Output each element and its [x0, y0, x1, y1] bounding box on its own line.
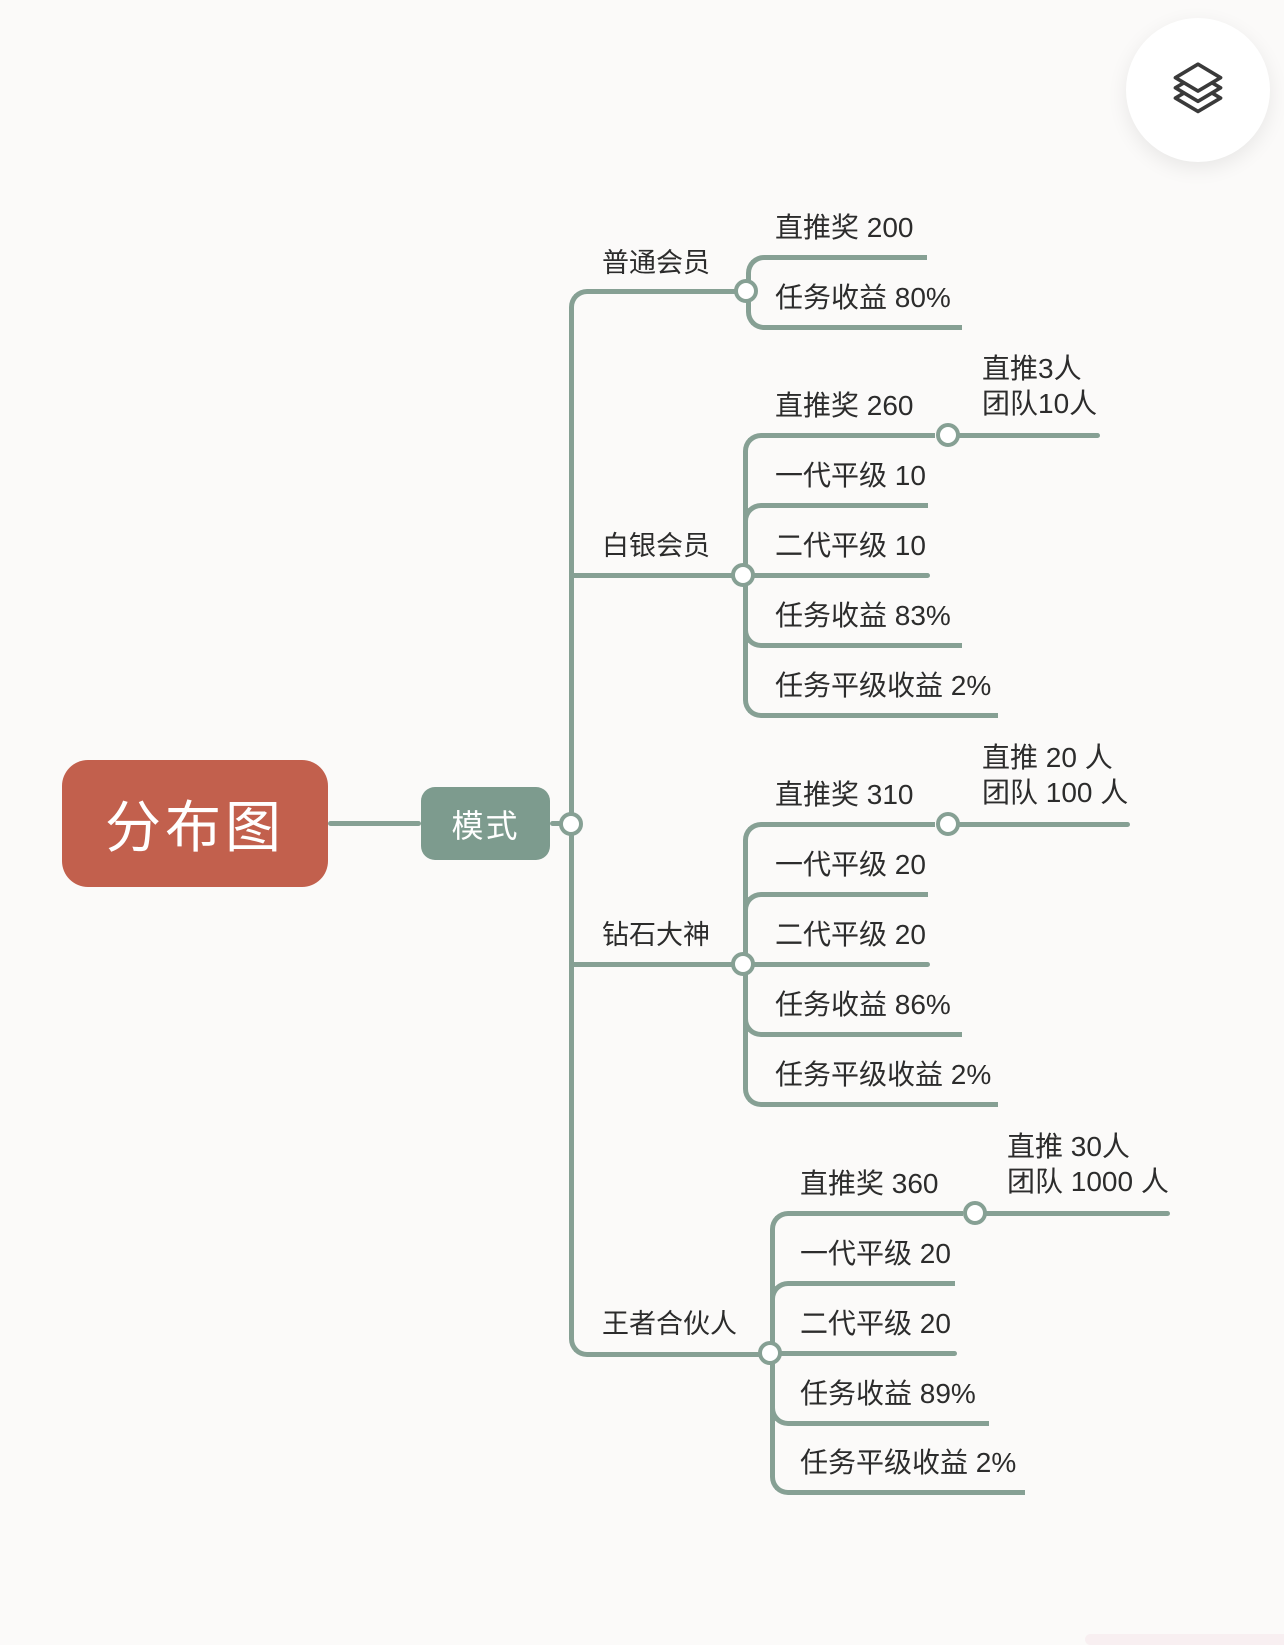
connector-line [743, 964, 998, 1107]
collapse-toggle[interactable] [731, 952, 755, 976]
milestone-line1: 直推 20 人 [982, 742, 1113, 773]
connector-line [743, 892, 928, 967]
child-label[interactable]: 任务平级收益 2% [800, 1447, 1017, 1478]
child-label[interactable]: 二代平级 20 [775, 919, 926, 950]
child-label[interactable]: 直推奖 310 [775, 779, 914, 810]
collapse-toggle[interactable] [936, 812, 960, 836]
branch-label-regular-member[interactable]: 普通会员 [602, 248, 710, 278]
child-label[interactable]: 直推奖 360 [800, 1168, 939, 1199]
connector-line [948, 433, 1100, 438]
branch-label-diamond[interactable]: 钻石大神 [602, 920, 710, 950]
connector-line [770, 1351, 957, 1356]
child-label[interactable]: 任务平级收益 2% [775, 670, 992, 701]
connector-line [743, 433, 935, 578]
collapse-toggle[interactable] [963, 1201, 987, 1225]
connector-line [743, 822, 935, 967]
child-label[interactable]: 一代平级 10 [775, 460, 926, 491]
connector-branch-silver [569, 573, 743, 578]
connector-line [770, 1353, 1025, 1495]
milestone-line2: 团队10人 [982, 388, 1098, 419]
root-node[interactable]: 分布图 [62, 760, 328, 887]
child-label[interactable]: 任务收益 80% [775, 282, 951, 313]
layers-icon [1172, 61, 1224, 119]
milestone-label[interactable]: 直推3人 团队10人 [982, 351, 1097, 421]
milestone-label[interactable]: 直推 20 人 团队 100 人 [982, 740, 1128, 810]
child-label[interactable]: 任务收益 86% [775, 989, 951, 1020]
collapse-toggle[interactable] [731, 563, 755, 587]
connector-line [770, 1281, 955, 1356]
mode-node[interactable]: 模式 [421, 787, 550, 860]
connector-branch-diamond [569, 962, 743, 967]
trunk-elbow-top [569, 289, 746, 826]
connector-line [743, 575, 998, 718]
connector-line [975, 1211, 1170, 1216]
connector-line [948, 822, 1130, 827]
child-label[interactable]: 一代平级 20 [775, 849, 926, 880]
mode-node-label: 模式 [451, 807, 520, 844]
milestone-line1: 直推 30人 [1007, 1131, 1130, 1162]
child-label[interactable]: 二代平级 10 [775, 530, 926, 561]
connector-root-mode [328, 821, 421, 826]
connector-line [746, 255, 927, 294]
milestone-line1: 直推3人 [982, 353, 1082, 384]
connector-line [743, 962, 930, 967]
collapse-toggle[interactable] [758, 1341, 782, 1365]
branch-label-silver-member[interactable]: 白银会员 [602, 531, 710, 561]
connector-line [743, 573, 930, 578]
collapse-toggle[interactable] [559, 812, 583, 836]
collapse-toggle[interactable] [936, 423, 960, 447]
child-label[interactable]: 任务收益 83% [775, 600, 951, 631]
milestone-label[interactable]: 直推 30人 团队 1000 人 [1007, 1129, 1169, 1199]
milestone-line2: 团队 100 人 [982, 777, 1129, 808]
connector-line [743, 503, 928, 578]
branch-label-king-partner[interactable]: 王者合伙人 [602, 1309, 737, 1339]
root-node-label: 分布图 [105, 796, 285, 859]
child-label[interactable]: 二代平级 20 [800, 1308, 951, 1339]
watermark-strip [1085, 1634, 1284, 1645]
connector-line [770, 1211, 963, 1356]
child-label[interactable]: 直推奖 200 [775, 212, 914, 243]
child-label[interactable]: 任务收益 89% [800, 1378, 976, 1409]
child-label[interactable]: 直推奖 260 [775, 390, 914, 421]
child-label[interactable]: 一代平级 20 [800, 1238, 951, 1269]
connector-line [746, 291, 962, 330]
trunk-elbow-bottom [569, 824, 770, 1357]
collapse-toggle[interactable] [734, 279, 758, 303]
child-label[interactable]: 任务平级收益 2% [775, 1059, 992, 1090]
milestone-line2: 团队 1000 人 [1007, 1166, 1169, 1197]
layers-button[interactable] [1126, 18, 1270, 162]
